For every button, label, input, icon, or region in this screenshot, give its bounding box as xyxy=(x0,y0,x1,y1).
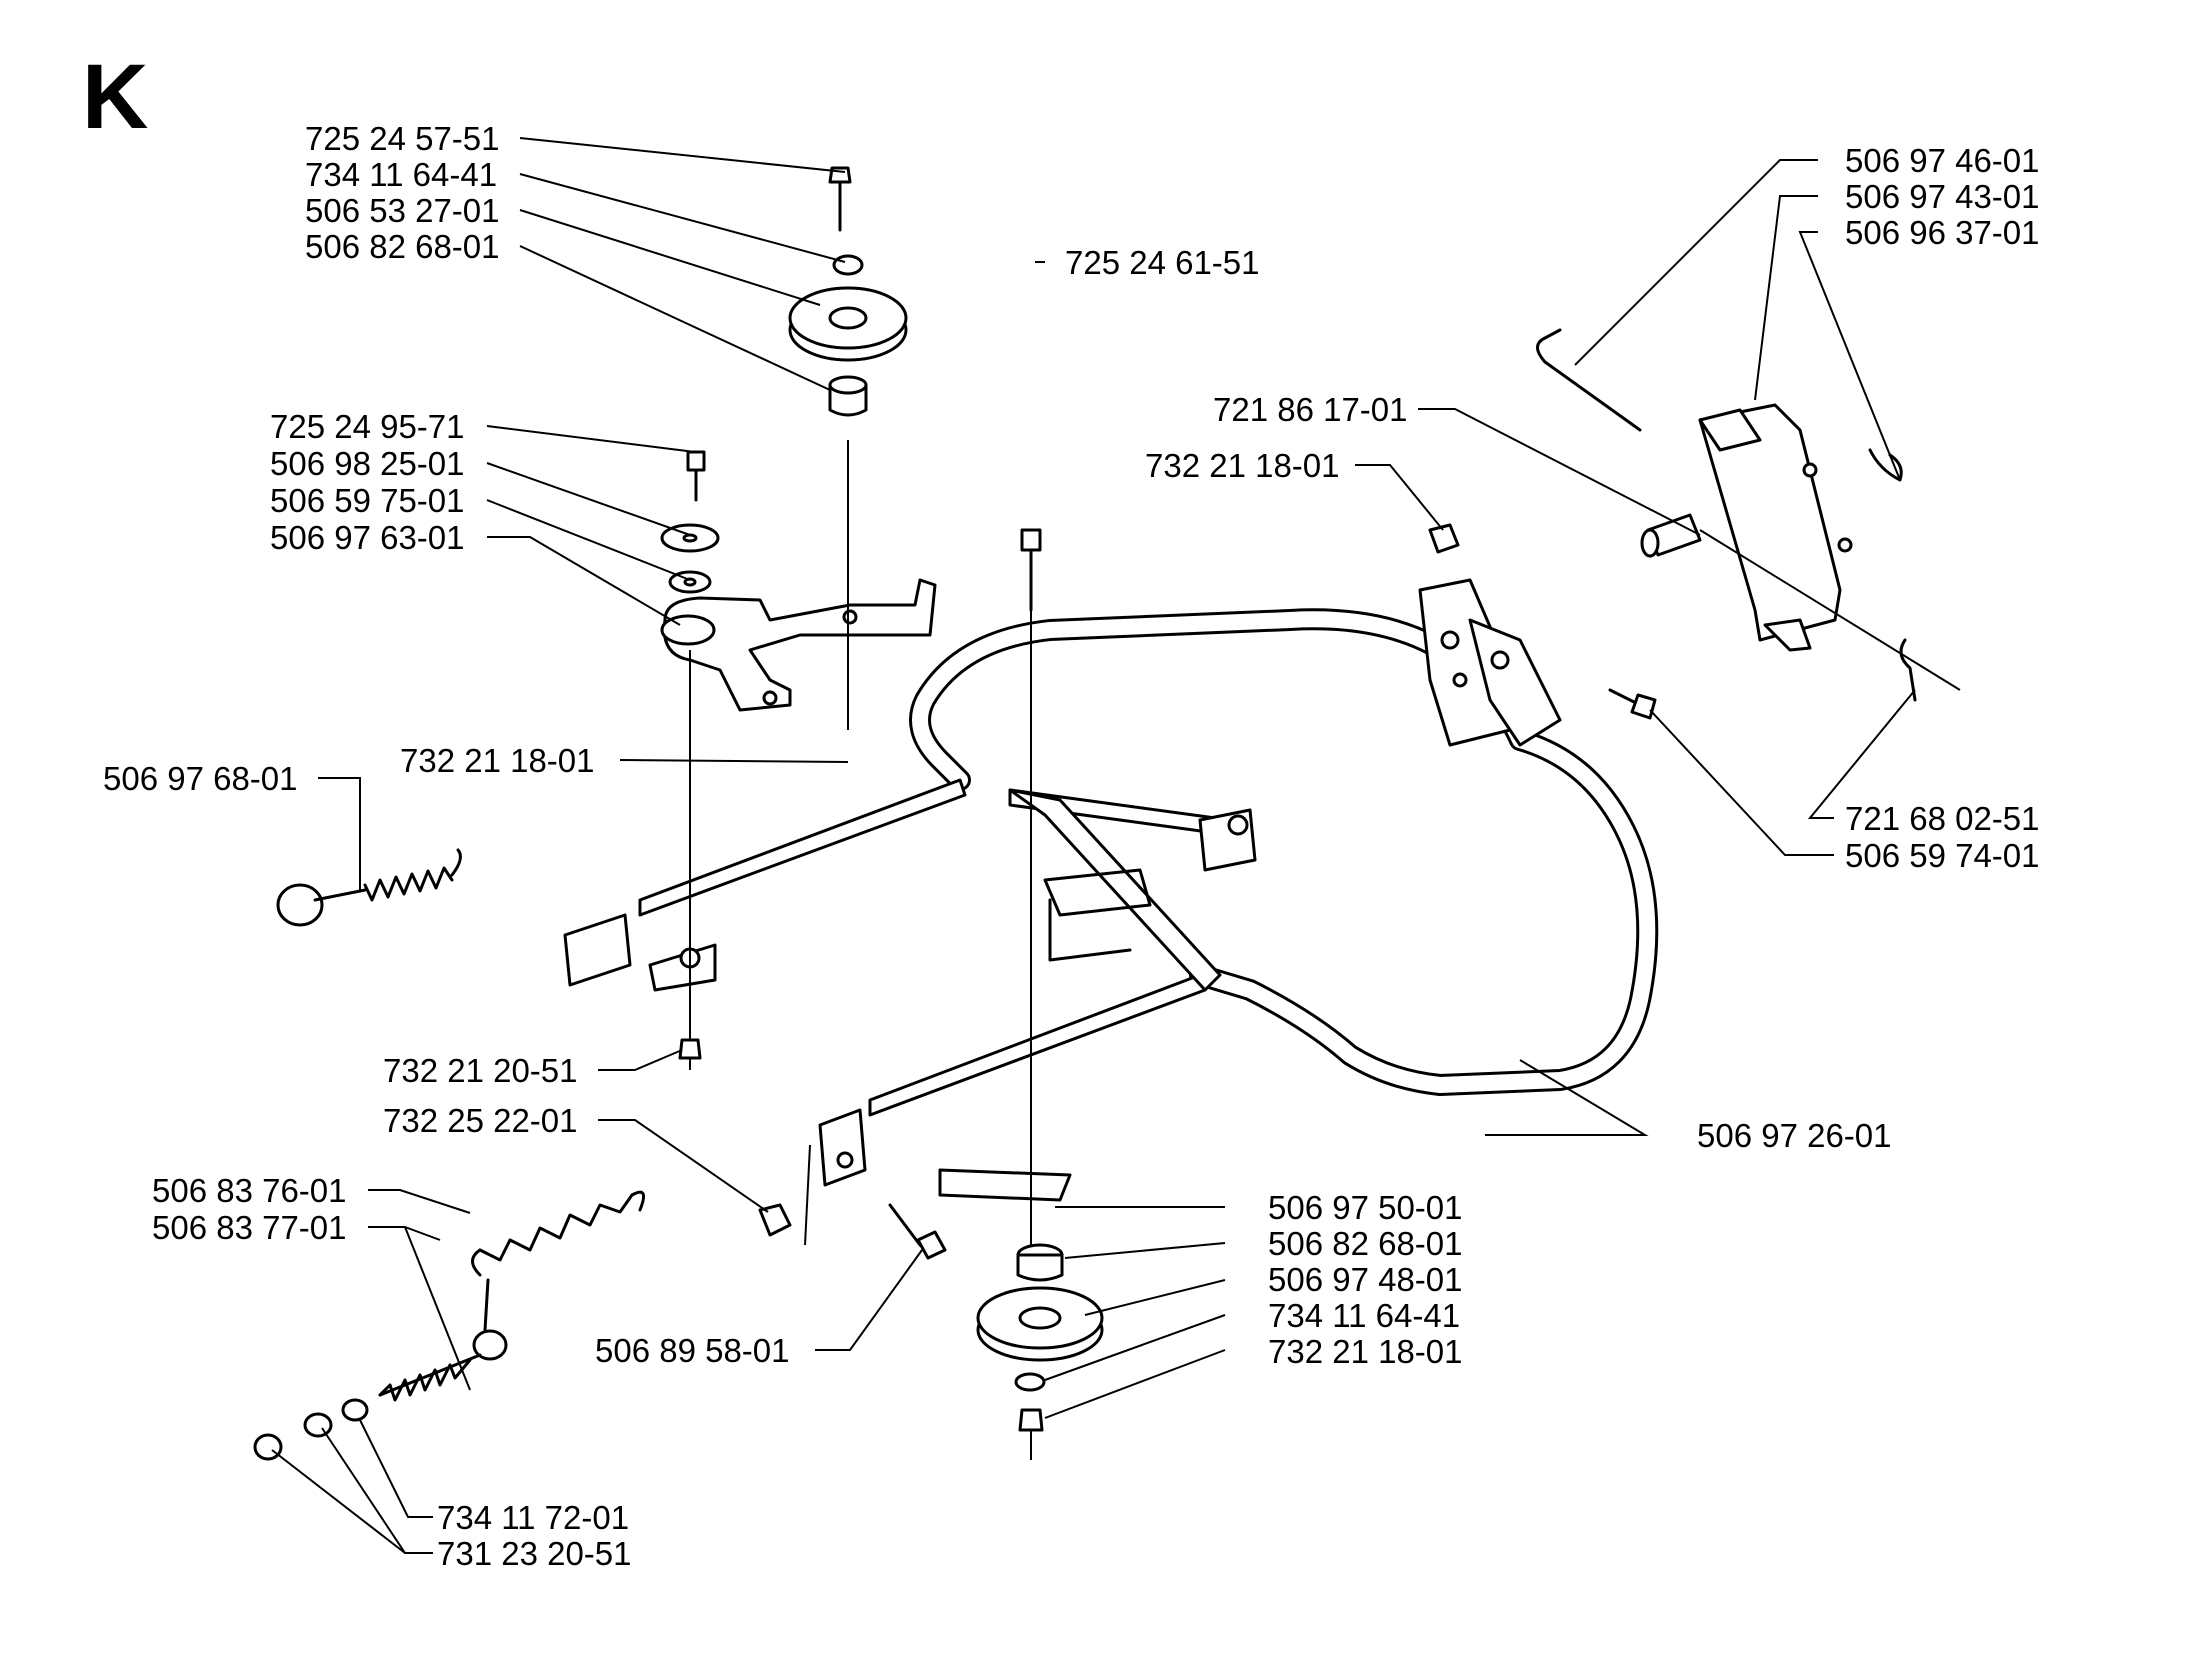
part-label: 506 97 48-01 xyxy=(1268,1261,1463,1298)
part-label: 506 98 25-01 xyxy=(270,445,465,482)
part-label: 506 82 68-01 xyxy=(1268,1225,1463,1262)
part-label: 506 97 63-01 xyxy=(270,519,465,556)
right-bracket-assembly xyxy=(1428,328,1961,720)
upper-pulley-assembly xyxy=(660,166,937,1070)
part-label: 506 97 43-01 xyxy=(1845,178,2040,215)
part-label: 725 24 95-71 xyxy=(270,408,465,445)
part-label: 506 53 27-01 xyxy=(305,192,500,229)
part-label: 721 86 17-01 xyxy=(1213,391,1408,428)
part-label: 506 59 75-01 xyxy=(270,482,465,519)
part-label: 506 97 26-01 xyxy=(1697,1117,1892,1154)
part-label: 721 68 02-51 xyxy=(1845,800,2040,837)
part-label: 732 21 18-01 xyxy=(1268,1333,1463,1370)
part-label: 734 11 64-41 xyxy=(305,156,497,193)
spring-assembly-upper xyxy=(276,848,462,927)
part-label: 506 83 76-01 xyxy=(152,1172,347,1209)
part-label: 506 97 50-01 xyxy=(1268,1189,1463,1226)
part-label: 734 11 72-01 xyxy=(437,1499,629,1536)
part-label: 732 21 18-01 xyxy=(1145,447,1340,484)
part-label: 506 96 37-01 xyxy=(1845,214,2040,251)
part-label: 732 25 22-01 xyxy=(383,1102,578,1139)
part-label: 506 89 58-01 xyxy=(595,1332,790,1369)
part-label: 734 11 64-41 xyxy=(1268,1297,1460,1334)
part-label: 725 24 57-51 xyxy=(305,120,500,157)
part-label: 506 97 46-01 xyxy=(1845,142,2040,179)
part-label: 725 24 61-51 xyxy=(1065,244,1260,281)
spring-assembly-lower xyxy=(253,1190,646,1461)
main-frame xyxy=(563,578,1659,1202)
part-label: 506 82 68-01 xyxy=(305,228,500,265)
lower-pulley-assembly xyxy=(758,528,1104,1460)
part-labels: 725 24 57-51 734 11 64-41 506 53 27-01 5… xyxy=(103,120,2040,1572)
section-letter: K xyxy=(82,46,148,148)
part-label: 506 83 77-01 xyxy=(152,1209,347,1246)
part-label: 506 59 74-01 xyxy=(1845,837,2040,874)
leader-lines xyxy=(271,137,1916,1554)
part-label: 732 21 18-01 xyxy=(400,742,595,779)
part-label: 731 23 20-51 xyxy=(437,1535,632,1572)
part-label: 506 97 68-01 xyxy=(103,760,298,797)
part-label: 732 21 20-51 xyxy=(383,1052,578,1089)
